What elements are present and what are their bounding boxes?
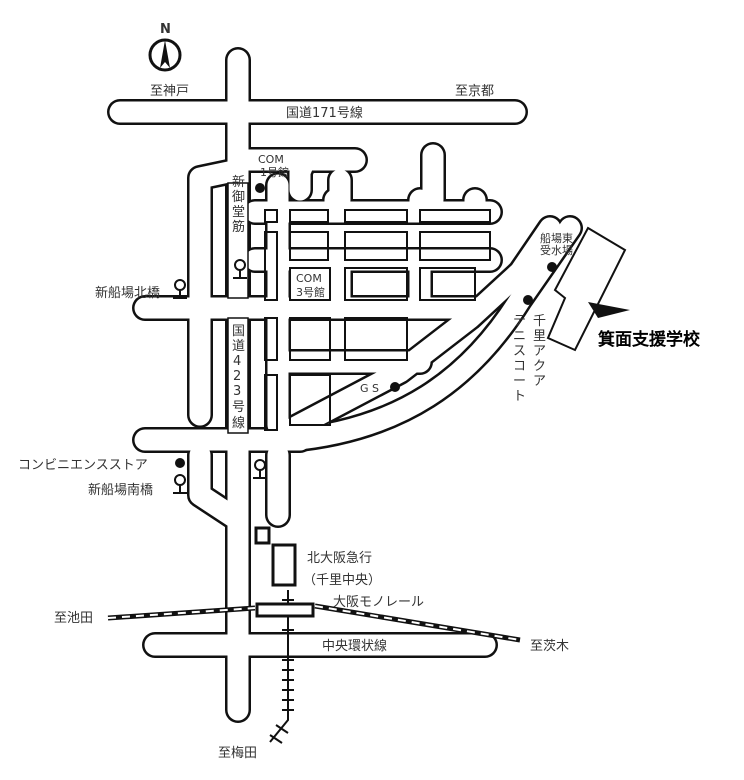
compass: N — [148, 22, 182, 72]
label-to-ikeda: 至池田 — [54, 611, 93, 626]
tennis-dot — [523, 295, 533, 305]
label-gs: G S — [360, 382, 379, 395]
label-shinmidosuji: 新 御 堂 筋 — [232, 174, 245, 235]
bus-stop-icon — [173, 259, 267, 494]
label-kitaosaka-2: （千里中央） — [303, 573, 381, 588]
svg-text:3: 3 — [233, 384, 241, 399]
compass-n: N — [160, 22, 171, 37]
small-building — [254, 526, 271, 545]
label-to-kobe: 至神戸 — [150, 84, 189, 99]
label-to-kyoto: 至京都 — [455, 84, 494, 99]
kitaosaka-railway — [269, 590, 294, 744]
label-kitaosaka-1: 北大阪急行 — [307, 551, 372, 566]
monorail-line — [107, 603, 521, 643]
svg-text:新: 新 — [232, 174, 245, 190]
svg-text:号: 号 — [232, 400, 245, 415]
convenience-dot — [175, 458, 185, 468]
label-com3-2: 3号館 — [296, 285, 325, 299]
svg-text:ニ: ニ — [513, 329, 526, 344]
svg-text:ア: ア — [533, 374, 546, 389]
label-route171: 国道171号線 — [286, 105, 363, 121]
svg-text:国: 国 — [232, 324, 245, 339]
gs-dot — [390, 382, 400, 392]
city-blocks — [264, 209, 491, 431]
svg-text:受水場: 受水場 — [540, 244, 573, 257]
label-school: 箕面支援学校 — [598, 329, 701, 350]
svg-text:ス: ス — [513, 344, 526, 359]
monorail-station — [255, 602, 315, 618]
label-osaka-monorail: 大阪モノレール — [333, 595, 424, 610]
label-com1-2: 1号館 — [260, 165, 289, 179]
svg-text:堂: 堂 — [232, 205, 245, 220]
svg-text:千: 千 — [533, 314, 546, 329]
school-building — [546, 226, 630, 352]
label-shinfunaba-kita: 新船場北橋 — [95, 285, 160, 301]
label-to-ibaraki: 至茨木 — [530, 639, 569, 654]
senri-chuo-station — [271, 543, 297, 587]
label-com1-1: COM — [258, 153, 284, 166]
svg-text:ー: ー — [513, 374, 526, 389]
com1-dot — [255, 183, 265, 193]
label-convenience: コンビニエンスストア — [18, 458, 148, 473]
label-to-umeda: 至梅田 — [218, 746, 257, 761]
label-route423: 国 道 4 2 3 号 線 — [232, 324, 245, 431]
label-chuo-kanjo: 中央環状線 — [322, 638, 387, 654]
label-funaba-higashi: 船場東 受水場 — [540, 231, 573, 257]
label-com3-1: COM — [296, 272, 322, 285]
svg-text:2: 2 — [233, 369, 241, 384]
svg-text:4: 4 — [233, 354, 241, 369]
landmark-dots — [175, 183, 557, 468]
label-senri-aqua-tennis: 千 里 ア ク ア テ ニ ス コ ー ト — [513, 314, 546, 404]
label-shinfunaba-minami: 新船場南橋 — [88, 482, 153, 498]
svg-text:テ: テ — [513, 314, 526, 329]
svg-text:里: 里 — [533, 329, 546, 344]
school-pointer-icon — [588, 302, 630, 318]
svg-text:御: 御 — [232, 190, 245, 205]
water-plant-dot — [547, 262, 557, 272]
svg-text:線: 線 — [232, 415, 245, 431]
svg-text:道: 道 — [232, 339, 245, 354]
svg-text:コ: コ — [513, 359, 526, 374]
svg-text:ト: ト — [513, 389, 526, 404]
svg-text:ア: ア — [533, 344, 546, 359]
svg-text:船場東: 船場東 — [540, 231, 573, 245]
svg-text:筋: 筋 — [232, 219, 245, 235]
svg-text:ク: ク — [533, 359, 546, 374]
north-arrow-icon — [160, 40, 170, 68]
